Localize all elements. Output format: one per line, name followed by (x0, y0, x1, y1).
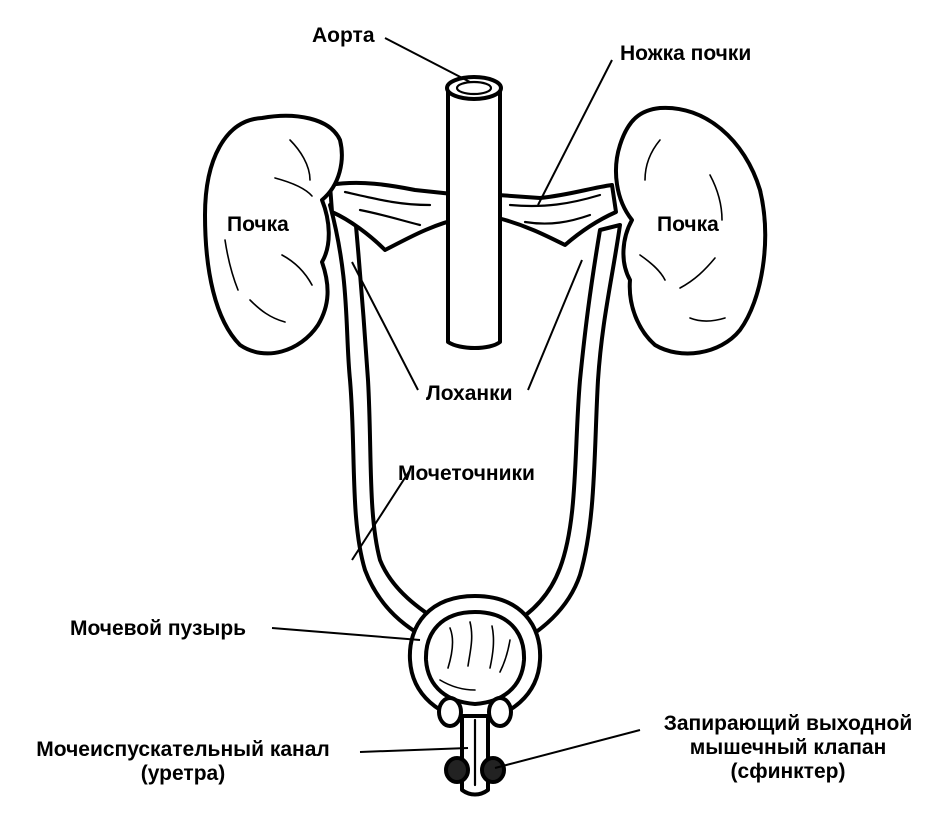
label-aorta: Аорта (312, 24, 375, 47)
label-renal-pedicle: Ножка почки (620, 42, 752, 65)
label-pelvis: Лоханки (426, 382, 513, 405)
label-urethra-line1: Мочеиспускательный канал (36, 738, 330, 761)
sphincter (437, 696, 513, 784)
leader-lines (271, 37, 641, 769)
label-kidney-right: Почка (657, 213, 719, 236)
label-sphincter: Запирающий выходной мышечный клапан (сфи… (644, 712, 932, 784)
renal-vessels-left (328, 180, 464, 252)
renal-vessels-right (496, 183, 618, 247)
label-sphincter-line2: мышечный клапан (689, 736, 887, 760)
label-sphincter-line1: Запирающий выходной (663, 712, 913, 735)
label-urethra: Мочеиспускательный канал (уретра) (8, 738, 358, 786)
bladder (407, 594, 543, 722)
ureter-right (503, 223, 622, 647)
ureter-left (328, 203, 447, 642)
label-sphincter-line3: (сфинктер) (730, 760, 846, 784)
label-kidney-left: Почка (227, 213, 289, 236)
aorta (445, 75, 503, 350)
label-bladder: Мочевой пузырь (70, 617, 247, 640)
label-urethra-line2: (уретра) (140, 762, 226, 786)
label-ureters: Мочеточники (398, 462, 535, 485)
kidney-right (614, 105, 768, 356)
kidney-left (203, 113, 344, 356)
urethra (460, 714, 490, 797)
